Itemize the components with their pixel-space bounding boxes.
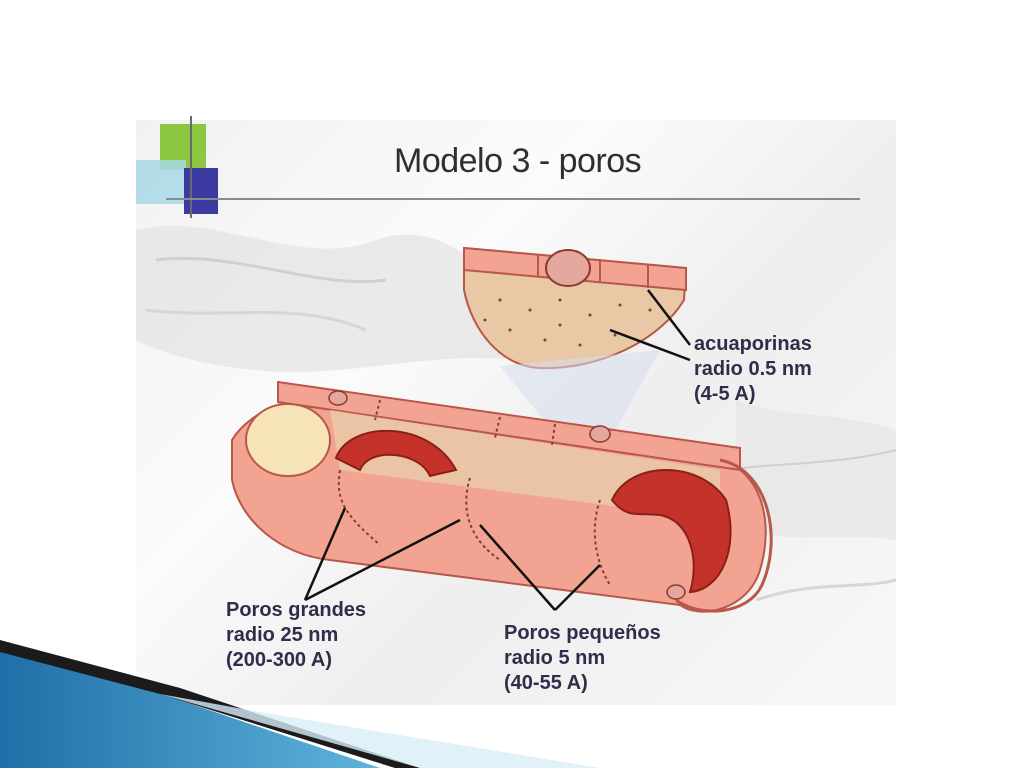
- label-acuaporinas-name: acuaporinas: [694, 333, 812, 355]
- red-blood-cell-right: [610, 469, 732, 594]
- light-blue-square: [136, 160, 186, 204]
- slide-title: Modelo 3 - poros: [394, 142, 642, 180]
- label-poros-grandes-name: Poros grandes: [226, 599, 367, 621]
- label-acuaporinas: acuaporinas radio 0.5 nm (4-5 A): [694, 332, 812, 407]
- cell-junctions: [337, 399, 611, 586]
- cell-nucleus: [545, 249, 591, 287]
- aquaporin-dots: [483, 298, 652, 347]
- magnification-cone: [500, 350, 660, 440]
- blue-square: [184, 168, 218, 214]
- label-poros-grandes: Poros grandes radio 25 nm (200-300 A): [226, 598, 366, 673]
- label-acuaporinas-range: (4-5 A): [694, 383, 756, 405]
- light-band: [160, 694, 600, 768]
- label-poros-pequenos: Poros pequeños radio 5 nm (40-55 A): [504, 621, 661, 696]
- label-acuaporinas-radius: radio 0.5 nm: [694, 358, 812, 380]
- label-poros-pequenos-radius: radio 5 nm: [504, 647, 606, 669]
- blue-band: [0, 648, 380, 768]
- label-poros-grandes-range: (200-300 A): [226, 649, 332, 671]
- label-poros-grandes-radius: radio 25 nm: [226, 624, 339, 646]
- red-blood-cell-left: [334, 430, 458, 478]
- leader-lines: [303, 289, 691, 611]
- label-poros-pequenos-range: (40-55 A): [504, 672, 588, 694]
- label-poros-pequenos-name: Poros pequeños: [504, 622, 661, 644]
- background-texture: [136, 225, 896, 602]
